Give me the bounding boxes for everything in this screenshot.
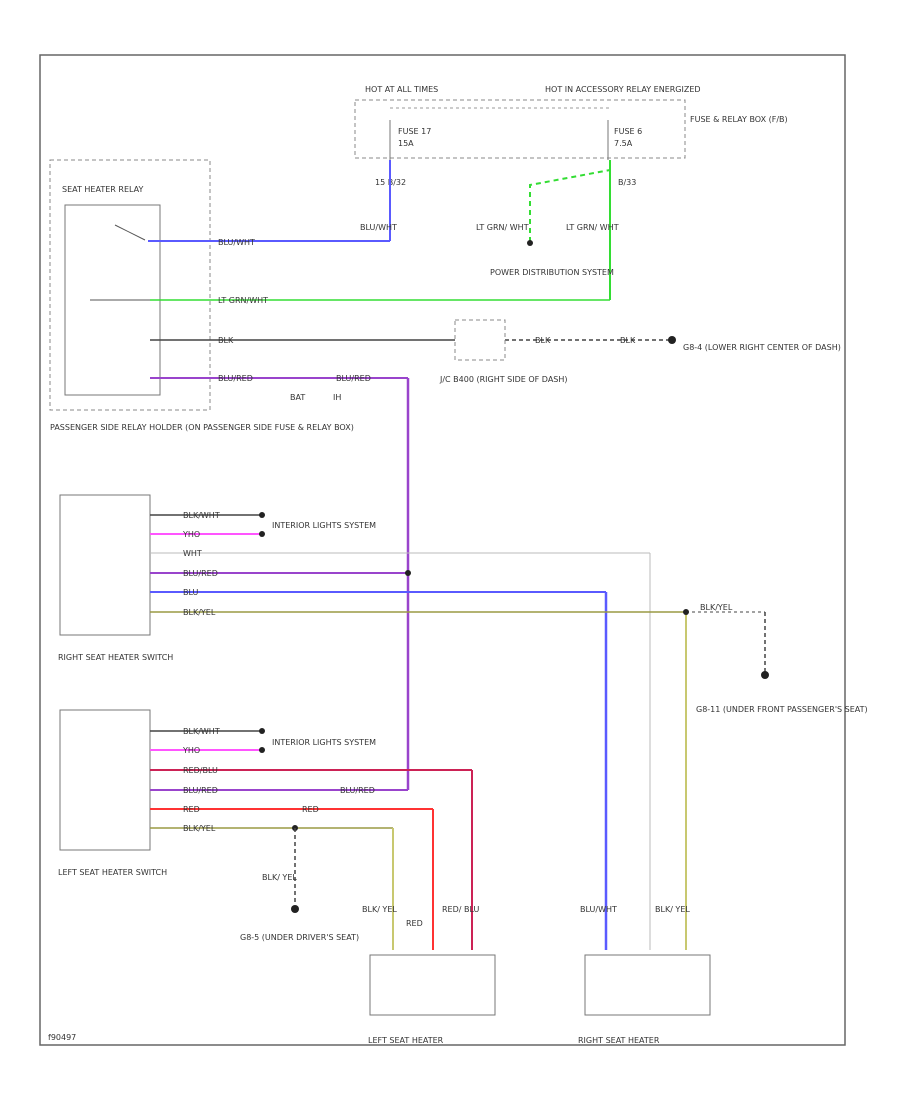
right-seat-heater-switch-box [59, 494, 151, 636]
rsw-interior-label: INTERIOR LIGHTS SYSTEM [272, 521, 376, 530]
rsw-blk-yel-label: BLK/YEL [700, 603, 733, 612]
rsw-pin-label-6: BLK/YEL [183, 608, 216, 617]
left-seat-heater-switch-box [59, 709, 151, 851]
right-heater-wire-2: BLK/ YEL [655, 905, 690, 914]
left-heater-wire-3: RED/ BLU [442, 905, 480, 914]
g8-5-label: G8-5 (UNDER DRIVER'S SEAT) [240, 933, 359, 942]
relay-pin-label-2: LT GRN/WHT [218, 296, 268, 305]
rsw-interior-dot-1 [259, 512, 265, 518]
power-dist-dot [527, 240, 533, 246]
relay-switch-contact [114, 224, 146, 241]
jc-b400-outline [454, 319, 506, 361]
right-switch-title: RIGHT SEAT HEATER SWITCH [58, 653, 173, 662]
fuse-a-wire-label: BLU/WHT [360, 223, 397, 232]
left-heater-title: LEFT SEAT HEATER [368, 1036, 444, 1045]
fuse-pin-b: B/33 [618, 178, 636, 187]
lsw-pin-label-5: RED [183, 805, 200, 814]
figure-id: f90497 [48, 1033, 76, 1042]
lt-grn-power-dist-wire [529, 169, 611, 242]
relay-pin-label-4b: BLU/RED [336, 374, 371, 383]
lsw-blu-red-label: BLU/RED [340, 786, 375, 795]
relay-holder-label: PASSENGER SIDE RELAY HOLDER (ON PASSENGE… [50, 423, 354, 432]
blk-b-label: BLK [620, 336, 636, 345]
diagram-frame [39, 54, 846, 1046]
g8-4-label: G8-4 (LOWER RIGHT CENTER OF DASH) [683, 343, 841, 352]
lsw-interior-dot-1 [259, 728, 265, 734]
lt-grn-left-label: LT GRN/ WHT [476, 223, 529, 232]
left-switch-title: LEFT SEAT HEATER SWITCH [58, 868, 167, 877]
rsw-blk-yel-junction [683, 609, 689, 615]
lt-grn-right-label: LT GRN/ WHT [566, 223, 619, 232]
bat-label: BAT [290, 393, 305, 402]
lsw-pin-label-3: RED/BLU [183, 766, 218, 775]
right-heater-wire-1: BLU/WHT [580, 905, 617, 914]
power-dist-label: POWER DISTRIBUTION SYSTEM [490, 268, 614, 277]
lsw-interior-label: INTERIOR LIGHTS SYSTEM [272, 738, 376, 747]
rsw-pin-label-5: BLU [183, 588, 199, 597]
relay-title: SEAT HEATER RELAY [62, 185, 143, 194]
fuse-relay-box-label: FUSE & RELAY BOX (F/B) [690, 115, 788, 124]
left-heater-wire-1: BLK/ YEL [362, 905, 397, 914]
ih-label: IH [333, 393, 341, 402]
rsw-blu-red-junction [405, 570, 411, 576]
ground-g8-5 [291, 905, 299, 913]
fuse-6-amp: 7.5A [614, 139, 633, 148]
rsw-pin-label-2: YHO [182, 530, 200, 539]
hot-in-accessory-label: HOT IN ACCESSORY RELAY ENERGIZED [545, 85, 701, 94]
lsw-pin-label-4: BLU/RED [183, 786, 218, 795]
right-heater-title: RIGHT SEAT HEATER [578, 1036, 660, 1045]
jc-b400-label: J/C B400 (RIGHT SIDE OF DASH) [439, 375, 568, 384]
lsw-red-label: RED [302, 805, 319, 814]
relay-pin-label-3: BLK [218, 336, 234, 345]
relay-pin-label-4: BLU/RED [218, 374, 253, 383]
blk-a-label: BLK [535, 336, 551, 345]
lsw-pin-label-2: YHO [182, 746, 200, 755]
rsw-pin-label-4: BLU/RED [183, 569, 218, 578]
left-heater-wire-2: RED [406, 919, 423, 928]
lsw-interior-dot-2 [259, 747, 265, 753]
left-seat-heater-box [369, 954, 496, 1016]
hot-at-all-times-label: HOT AT ALL TIMES [365, 85, 438, 94]
ground-g8-4 [668, 336, 676, 344]
fuse-6-label: FUSE 6 [614, 127, 642, 136]
fuse-17-amp: 15A [398, 139, 414, 148]
rsw-pin-label-1: BLK/WHT [183, 511, 220, 520]
lsw-blk-yel-label: BLK/ YEL [262, 873, 297, 882]
rsw-pin-label-3: WHT [183, 549, 202, 558]
fuse-box-outline [354, 99, 686, 159]
relay-holder-outline [49, 159, 211, 411]
lsw-pin-label-6: BLK/YEL [183, 824, 216, 833]
g8-11-label: G8-11 (UNDER FRONT PASSENGER'S SEAT) [696, 705, 868, 714]
fuse-17-label: FUSE 17 [398, 127, 431, 136]
lsw-pin-label-1: BLK/WHT [183, 727, 220, 736]
rsw-interior-dot-2 [259, 531, 265, 537]
right-seat-heater-box [584, 954, 711, 1016]
ground-g8-11 [761, 671, 769, 679]
relay-pin-label-1: BLU/WHT [218, 238, 255, 247]
